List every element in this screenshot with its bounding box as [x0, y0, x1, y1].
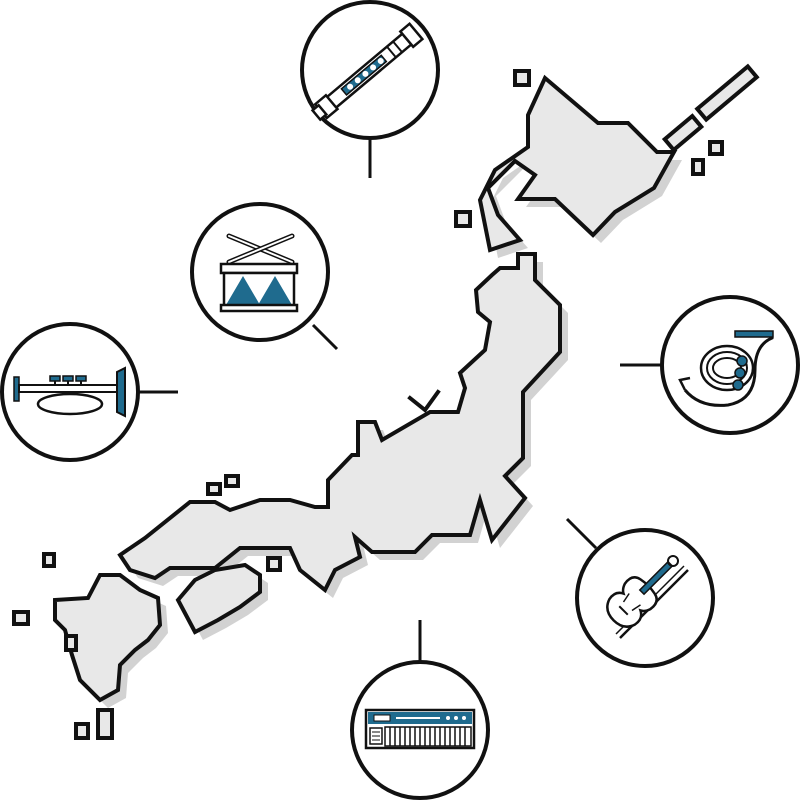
island-rishiri-west [454, 210, 472, 228]
hokkaido-island [477, 74, 678, 253]
island-kuril-long [694, 63, 760, 123]
drum-badge [190, 202, 330, 342]
island-goto [12, 610, 30, 626]
shakuhachi-badge [300, 0, 440, 140]
violin-badge [575, 528, 715, 668]
island-oki-a [206, 482, 222, 496]
noto-peninsula [407, 389, 441, 413]
horn-badge [660, 295, 800, 435]
bugle-badge [0, 322, 140, 462]
bugle-trumpet-icon [13, 366, 126, 418]
keyboard-badge [350, 660, 490, 800]
connector-violin [565, 517, 598, 550]
island-kuril-a [708, 140, 724, 156]
island-sado [266, 556, 282, 572]
island-yakushima [74, 722, 90, 740]
french-horn-icon [678, 330, 774, 407]
violin-with-bow-icon [606, 554, 689, 639]
island-rebun [513, 69, 531, 87]
island-tsushima [42, 552, 56, 568]
island-kuril-mid [661, 113, 705, 153]
island-tanegashima [96, 708, 114, 740]
connector-drum [311, 323, 339, 351]
honshu-island [117, 252, 562, 594]
island-koshiki [64, 634, 78, 652]
shakuhachi-flute-icon [310, 22, 425, 122]
island-oki-b [224, 474, 240, 488]
electronic-keyboard-icon [364, 708, 476, 750]
small-islands [12, 63, 760, 740]
connector-lines [138, 138, 662, 662]
island-kuril-b [691, 158, 705, 176]
japan-map [12, 63, 760, 740]
drum-with-sticks-icon [219, 233, 299, 313]
shikoku-island [175, 562, 262, 635]
